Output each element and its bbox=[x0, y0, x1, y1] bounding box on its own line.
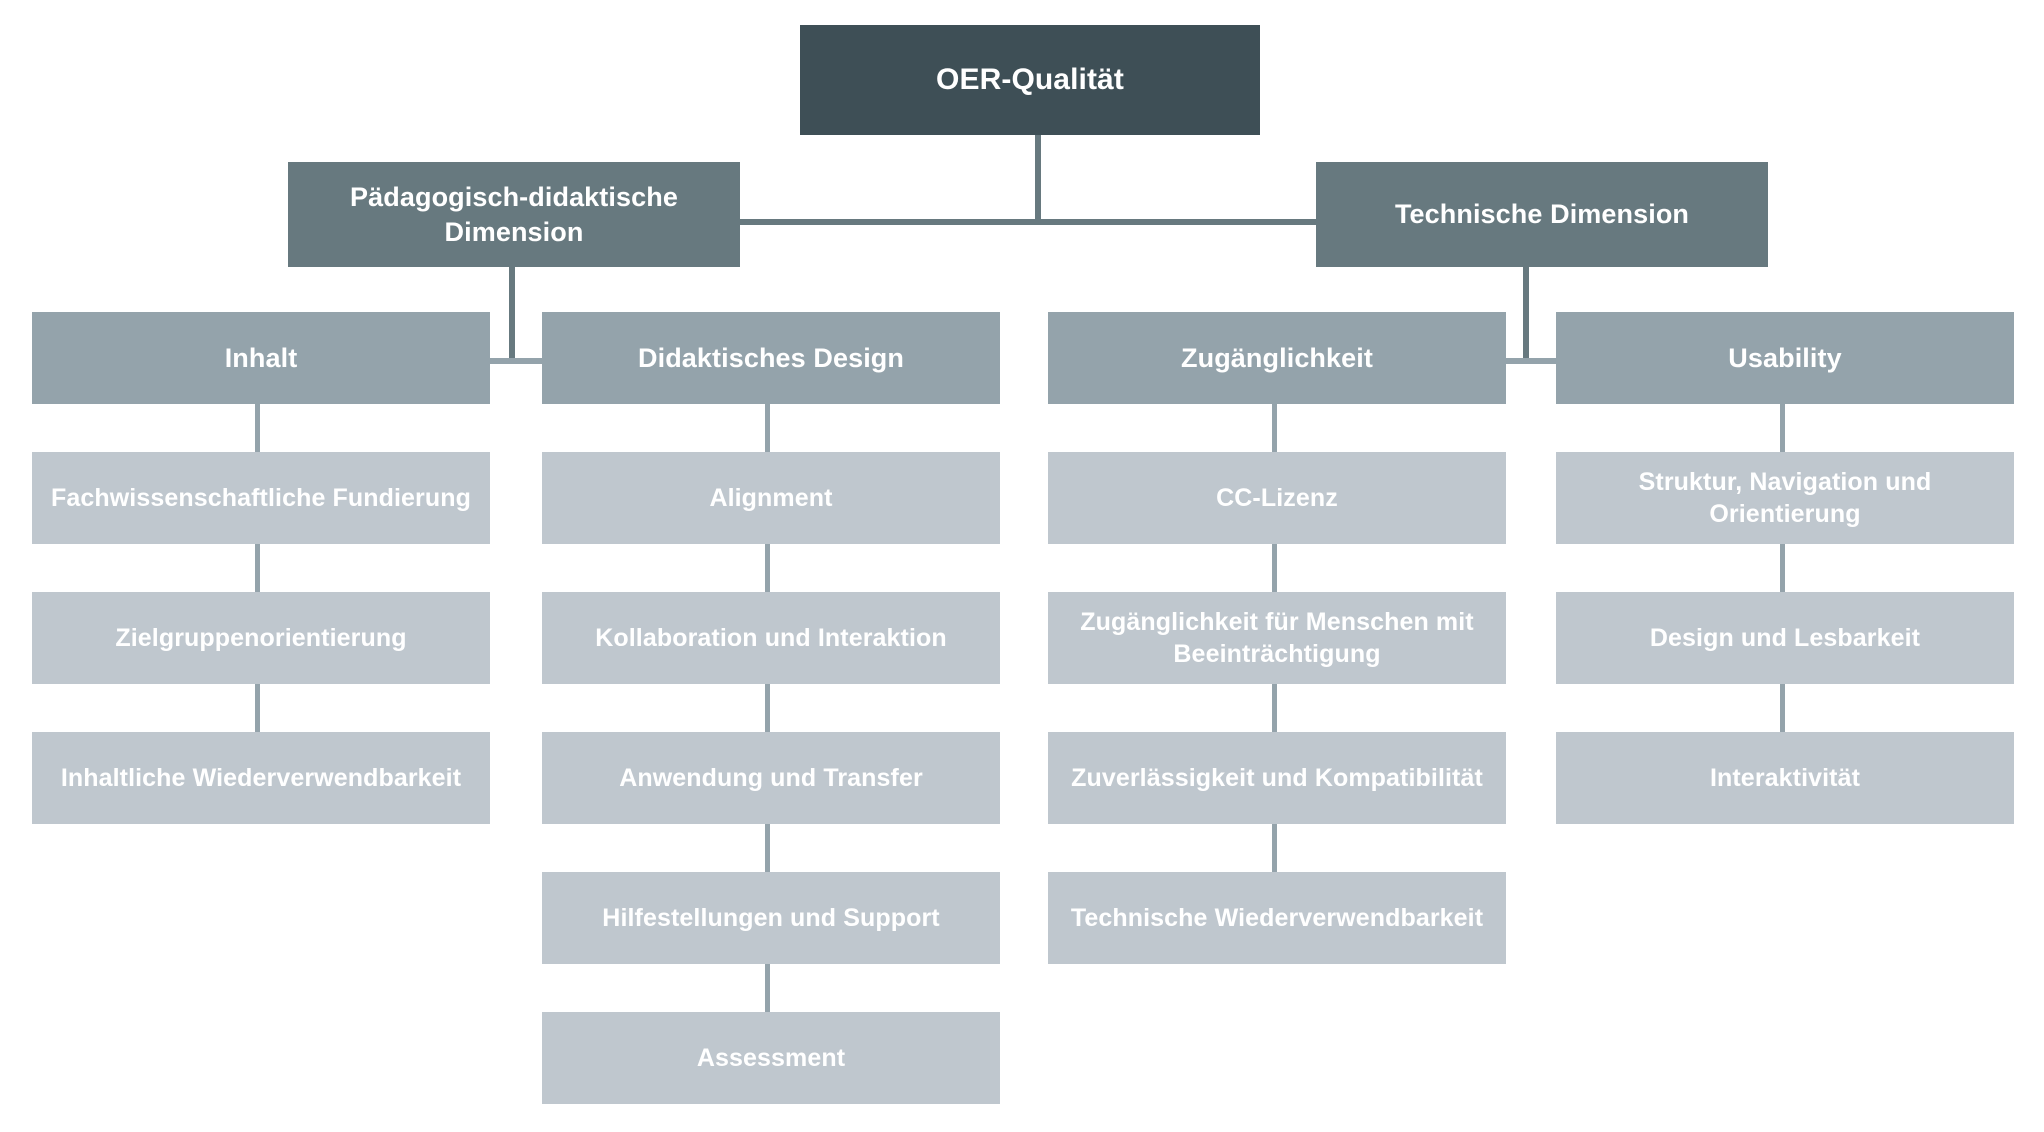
node-inhaltliche-wiederverwendbarkeit[interactable]: Inhaltliche Wiederverwendbarkeit bbox=[32, 732, 490, 824]
node-technische-wiederverwendbarkeit[interactable]: Technische Wiederverwendbarkeit bbox=[1048, 872, 1506, 964]
node-interaktivitaet[interactable]: Interaktivität bbox=[1556, 732, 2014, 824]
node-struktur-navigation-und-orientierung[interactable]: Struktur, Navigation und Orientierung bbox=[1556, 452, 2014, 544]
connector-col3-seg2 bbox=[1272, 543, 1277, 593]
connector-col2-seg4 bbox=[765, 823, 770, 873]
node-fachwissenschaftliche-fundierung[interactable]: Fachwissenschaftliche Fundierung bbox=[32, 452, 490, 544]
node-oer-qualitaet[interactable]: OER-Qualität bbox=[800, 25, 1260, 135]
node-assessment[interactable]: Assessment bbox=[542, 1012, 1000, 1104]
connector-col4-seg3 bbox=[1780, 683, 1785, 733]
node-inhalt[interactable]: Inhalt bbox=[32, 312, 490, 404]
connector-left-columns-bar bbox=[488, 358, 545, 364]
connector-left-dimension-stem bbox=[509, 266, 515, 364]
connector-col4-seg1 bbox=[1780, 403, 1785, 453]
node-paedagogisch-didaktische-dimension[interactable]: Pädagogisch-didaktische Dimension bbox=[288, 162, 740, 267]
node-zugaenglichkeit[interactable]: Zugänglichkeit bbox=[1048, 312, 1506, 404]
node-cc-lizenz[interactable]: CC-Lizenz bbox=[1048, 452, 1506, 544]
connector-right-columns-bar bbox=[1502, 358, 1559, 364]
node-hilfestellungen-und-support[interactable]: Hilfestellungen und Support bbox=[542, 872, 1000, 964]
node-usability[interactable]: Usability bbox=[1556, 312, 2014, 404]
connector-col1-seg3 bbox=[255, 683, 260, 733]
node-didaktisches-design[interactable]: Didaktisches Design bbox=[542, 312, 1000, 404]
node-technische-dimension[interactable]: Technische Dimension bbox=[1316, 162, 1768, 267]
node-anwendung-und-transfer[interactable]: Anwendung und Transfer bbox=[542, 732, 1000, 824]
node-alignment[interactable]: Alignment bbox=[542, 452, 1000, 544]
connector-col4-seg2 bbox=[1780, 543, 1785, 593]
connector-col2-seg3 bbox=[765, 683, 770, 733]
connector-col1-seg1 bbox=[255, 403, 260, 453]
node-zuverlaessigkeit-und-kompatibilitaet[interactable]: Zuverlässigkeit und Kompatibilität bbox=[1048, 732, 1506, 824]
node-zielgruppenorientierung[interactable]: Zielgruppenorientierung bbox=[32, 592, 490, 684]
node-zugaenglichkeit-fuer-menschen-mit-beeintraechtigung[interactable]: Zugänglichkeit für Menschen mit Beeinträ… bbox=[1048, 592, 1506, 684]
connector-col3-seg3 bbox=[1272, 683, 1277, 733]
connector-dimensions-bar bbox=[740, 219, 1340, 225]
connector-col2-seg5 bbox=[765, 963, 770, 1013]
node-kollaboration-und-interaktion[interactable]: Kollaboration und Interaktion bbox=[542, 592, 1000, 684]
connector-col2-seg2 bbox=[765, 543, 770, 593]
connector-col3-seg4 bbox=[1272, 823, 1277, 873]
connector-root-stem bbox=[1035, 134, 1041, 224]
connector-col3-seg1 bbox=[1272, 403, 1277, 453]
node-design-und-lesbarkeit[interactable]: Design und Lesbarkeit bbox=[1556, 592, 2014, 684]
connector-col1-seg2 bbox=[255, 543, 260, 593]
connector-col2-seg1 bbox=[765, 403, 770, 453]
connector-right-dimension-stem bbox=[1523, 266, 1529, 364]
